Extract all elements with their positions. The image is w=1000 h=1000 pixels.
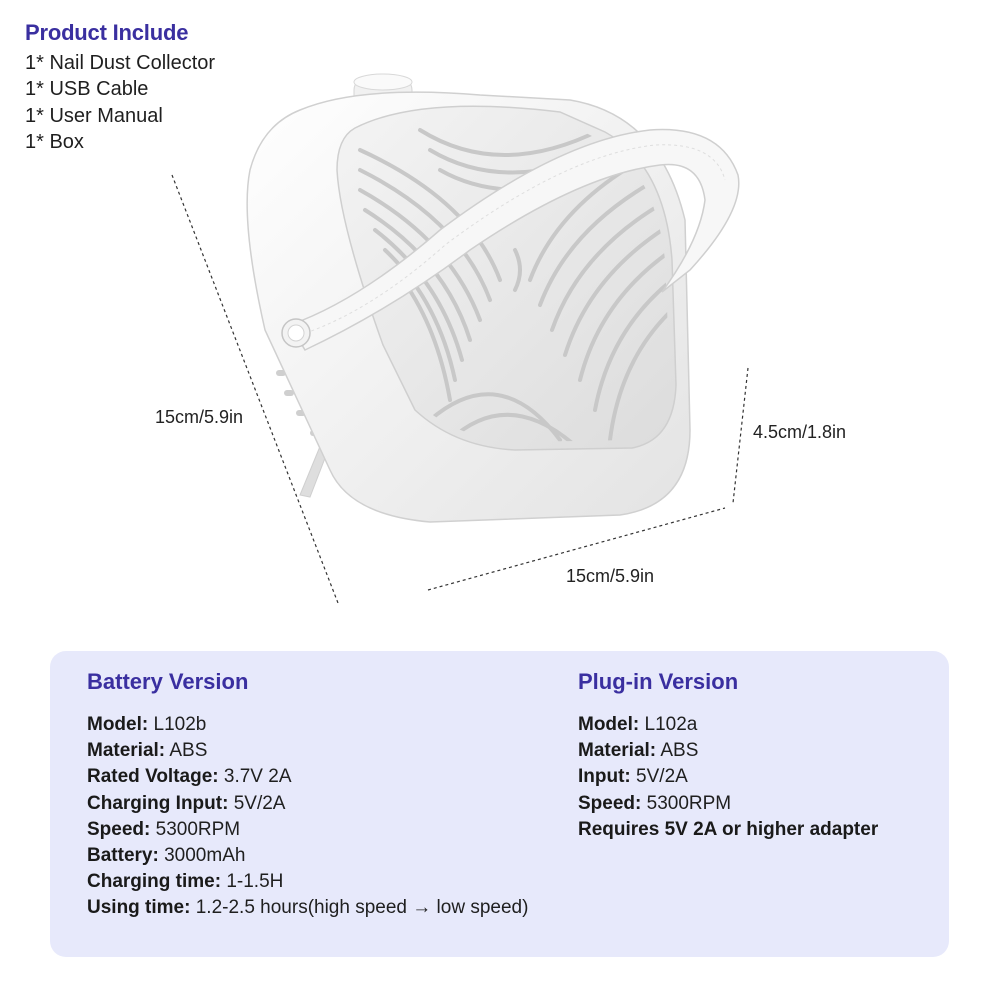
- include-item: 1* Box: [25, 130, 84, 153]
- spec-note: Requires 5V 2A or higher adapter: [578, 818, 879, 840]
- spec-label: Speed:: [578, 792, 642, 814]
- spec-label: Input:: [578, 766, 631, 788]
- include-item: 1* User Manual: [25, 104, 163, 127]
- spec-value: 5300RPM: [646, 792, 732, 814]
- spec-label: Rated Voltage:: [87, 766, 219, 788]
- include-item: 1* USB Cable: [25, 78, 149, 101]
- spec-row: Model: L102a: [578, 712, 878, 738]
- depth-dimension-label: 4.5cm/1.8in: [753, 422, 847, 442]
- spec-row: Material: ABS: [87, 738, 528, 764]
- product-include-title: Product Include: [25, 20, 189, 45]
- spec-value: ABS: [169, 740, 208, 762]
- plugin-version-title: Plug-in Version: [578, 669, 739, 694]
- spec-label: Using time:: [87, 897, 191, 919]
- battery-version-title: Battery Version: [87, 669, 249, 694]
- spec-row: Speed: 5300RPM: [87, 817, 528, 843]
- spec-label: Material:: [87, 740, 166, 762]
- spec-label: Model:: [87, 714, 149, 735]
- spec-row: Using time: 1.2-2.5 hours(high speed → l…: [87, 895, 528, 921]
- spec-row: Input: 5V/2A: [578, 764, 878, 790]
- spec-row: Model: L102b: [87, 712, 528, 738]
- spec-row: Charging Input: 5V/2A: [87, 791, 528, 817]
- include-item: 1* Nail Dust Collector: [25, 52, 216, 74]
- spec-row: Charging time: 1-1.5H: [87, 869, 528, 895]
- spec-label: Model:: [578, 714, 640, 735]
- height-dimension-line: [171, 174, 339, 604]
- spec-label: Battery:: [87, 845, 159, 867]
- spec-value: 3000mAh: [164, 845, 246, 867]
- product-include-section: Product Include 1* Nail Dust Collector 1…: [25, 20, 215, 155]
- battery-version-column: Battery Version Model: L102b Material: A…: [87, 669, 528, 922]
- spec-label: Speed:: [87, 818, 151, 840]
- spec-value: 3.7V 2A: [223, 766, 292, 788]
- height-dimension-label: 15cm/5.9in: [155, 407, 244, 427]
- spec-label: Charging time:: [87, 871, 222, 893]
- nail-dust-collector-image: [171, 73, 749, 604]
- spec-value: L102b: [153, 714, 207, 735]
- spec-row: Rated Voltage: 3.7V 2A: [87, 764, 528, 790]
- spec-row: Battery: 3000mAh: [87, 843, 528, 869]
- spec-label: Charging Input:: [87, 792, 229, 814]
- spec-row: Speed: 5300RPM: [578, 791, 878, 817]
- specifications-card: Battery Version Model: L102b Material: A…: [50, 651, 949, 957]
- spec-value: 1-1.5H: [226, 871, 284, 893]
- spec-value: 1.2-2.5 hours(high speed → low speed): [195, 897, 529, 919]
- spec-row: Material: ABS: [578, 738, 878, 764]
- spec-value: 5300RPM: [155, 818, 241, 840]
- spec-value: 5V/2A: [233, 792, 286, 814]
- spec-value: 5V/2A: [636, 766, 688, 788]
- depth-dimension-line: [732, 367, 749, 504]
- spec-label: Material:: [578, 740, 657, 762]
- spec-value: L102a: [644, 714, 698, 735]
- spec-row: Requires 5V 2A or higher adapter: [578, 817, 878, 843]
- plugin-version-column: Plug-in Version Model: L102a Material: A…: [578, 669, 878, 843]
- spec-value: ABS: [660, 740, 699, 762]
- width-dimension-label: 15cm/5.9in: [566, 566, 655, 586]
